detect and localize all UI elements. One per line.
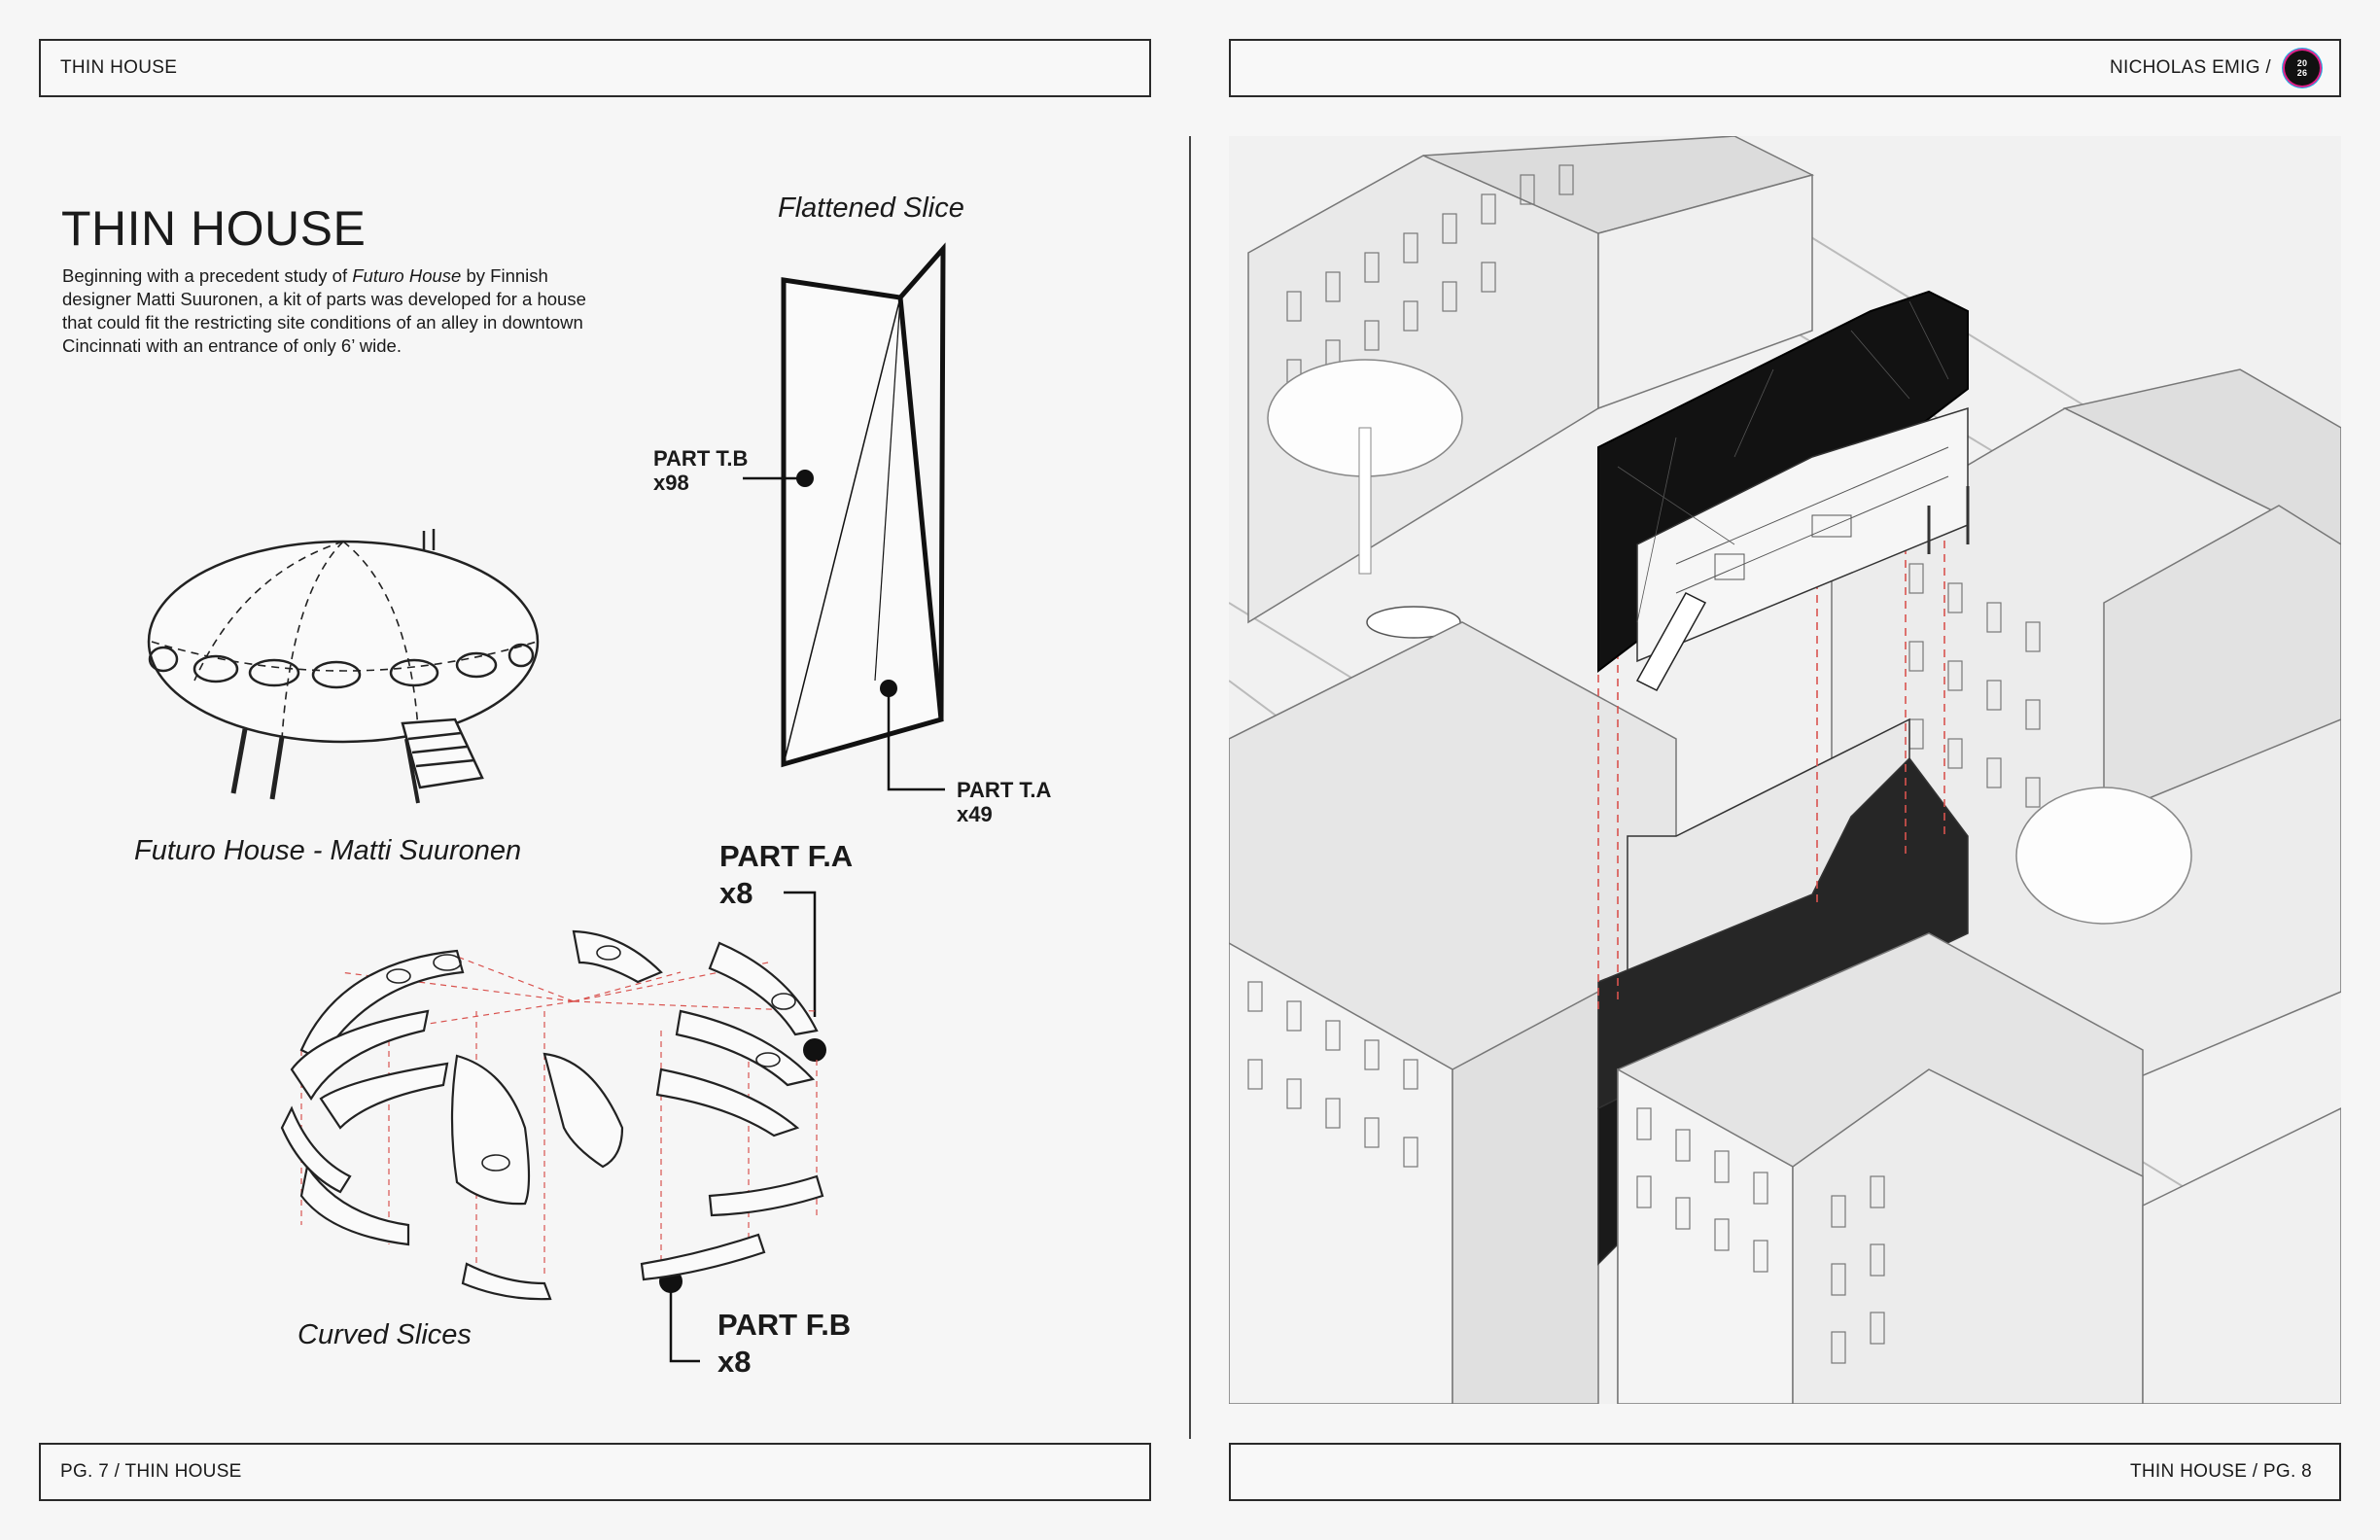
floating-thin-house: [1597, 290, 1970, 691]
futuro-house-drawing: [147, 529, 540, 804]
part-tb-name: PART T.B: [653, 446, 749, 471]
header-left: THIN HOUSE: [39, 39, 1151, 97]
part-fa-name: PART F.A: [719, 839, 854, 873]
windows-front: [1636, 1107, 1885, 1364]
part-fa-label: PART F.A x8: [719, 838, 853, 912]
badge-top: 20: [2296, 58, 2308, 68]
windows-right: [1908, 563, 2041, 808]
tree-right: [2015, 787, 2192, 925]
curved-slices-caption: Curved Slices: [298, 1319, 472, 1350]
site-facade: [1597, 718, 1969, 1266]
windows-lower-left: [1247, 981, 1418, 1168]
building-lower-left: [1229, 621, 1677, 1404]
author-name: NICHOLAS EMIG /: [2109, 57, 2271, 78]
flattened-slice-caption: Flattened Slice: [778, 192, 964, 224]
part-fb-label: PART F.B x8: [718, 1307, 851, 1381]
part-ta-name: PART T.A: [957, 778, 1052, 802]
part-leaders: [669, 476, 945, 1363]
windows-top-left: [1286, 164, 1574, 390]
footer-left: PG. 7 / THIN HOUSE: [39, 1443, 1151, 1501]
badge-bottom: 26: [2296, 68, 2308, 78]
footer-left-text: PG. 7 / THIN HOUSE: [60, 1461, 242, 1482]
part-fb-name: PART F.B: [718, 1308, 852, 1342]
intro-text-1: Beginning with a precedent study of: [62, 265, 353, 286]
spread-divider: [1189, 136, 1191, 1439]
futuro-house-caption: Futuro House - Matti Suuronen: [134, 835, 522, 866]
page-title: THIN HOUSE: [61, 201, 367, 256]
footer-right: THIN HOUSE / PG. 8: [1229, 1443, 2341, 1501]
projection-lines: [1597, 486, 1945, 1011]
axonometric-site-drawing: [1229, 136, 2341, 1404]
part-tb-label: PART T.B x98: [653, 446, 748, 495]
intro-text-2: by Finnish designer Matti Suuronen, a ki…: [62, 265, 586, 356]
intro-emphasis: Futuro House: [352, 265, 462, 286]
intro-paragraph: Beginning with a precedent study of Futu…: [62, 264, 587, 358]
buildings-front-right: [1617, 932, 2341, 1404]
part-tb-qty: x98: [653, 471, 689, 495]
part-ta-qty: x49: [957, 802, 993, 826]
header-right: NICHOLAS EMIG / 20 26: [1229, 39, 2341, 97]
header-title: THIN HOUSE: [60, 57, 178, 78]
car: [1366, 606, 1461, 639]
left-drawings: [147, 242, 946, 1363]
tree-left: [1267, 359, 1463, 575]
footer-right-text: THIN HOUSE / PG. 8: [2130, 1461, 2312, 1482]
part-fa-qty: x8: [719, 876, 753, 910]
curved-slices-drawing: [280, 929, 824, 1301]
part-fb-qty: x8: [718, 1345, 752, 1379]
year-badge: 20 26: [2285, 51, 2320, 86]
flattened-slice-drawing: [781, 242, 946, 768]
part-ta-label: PART T.A x49: [957, 778, 1051, 826]
